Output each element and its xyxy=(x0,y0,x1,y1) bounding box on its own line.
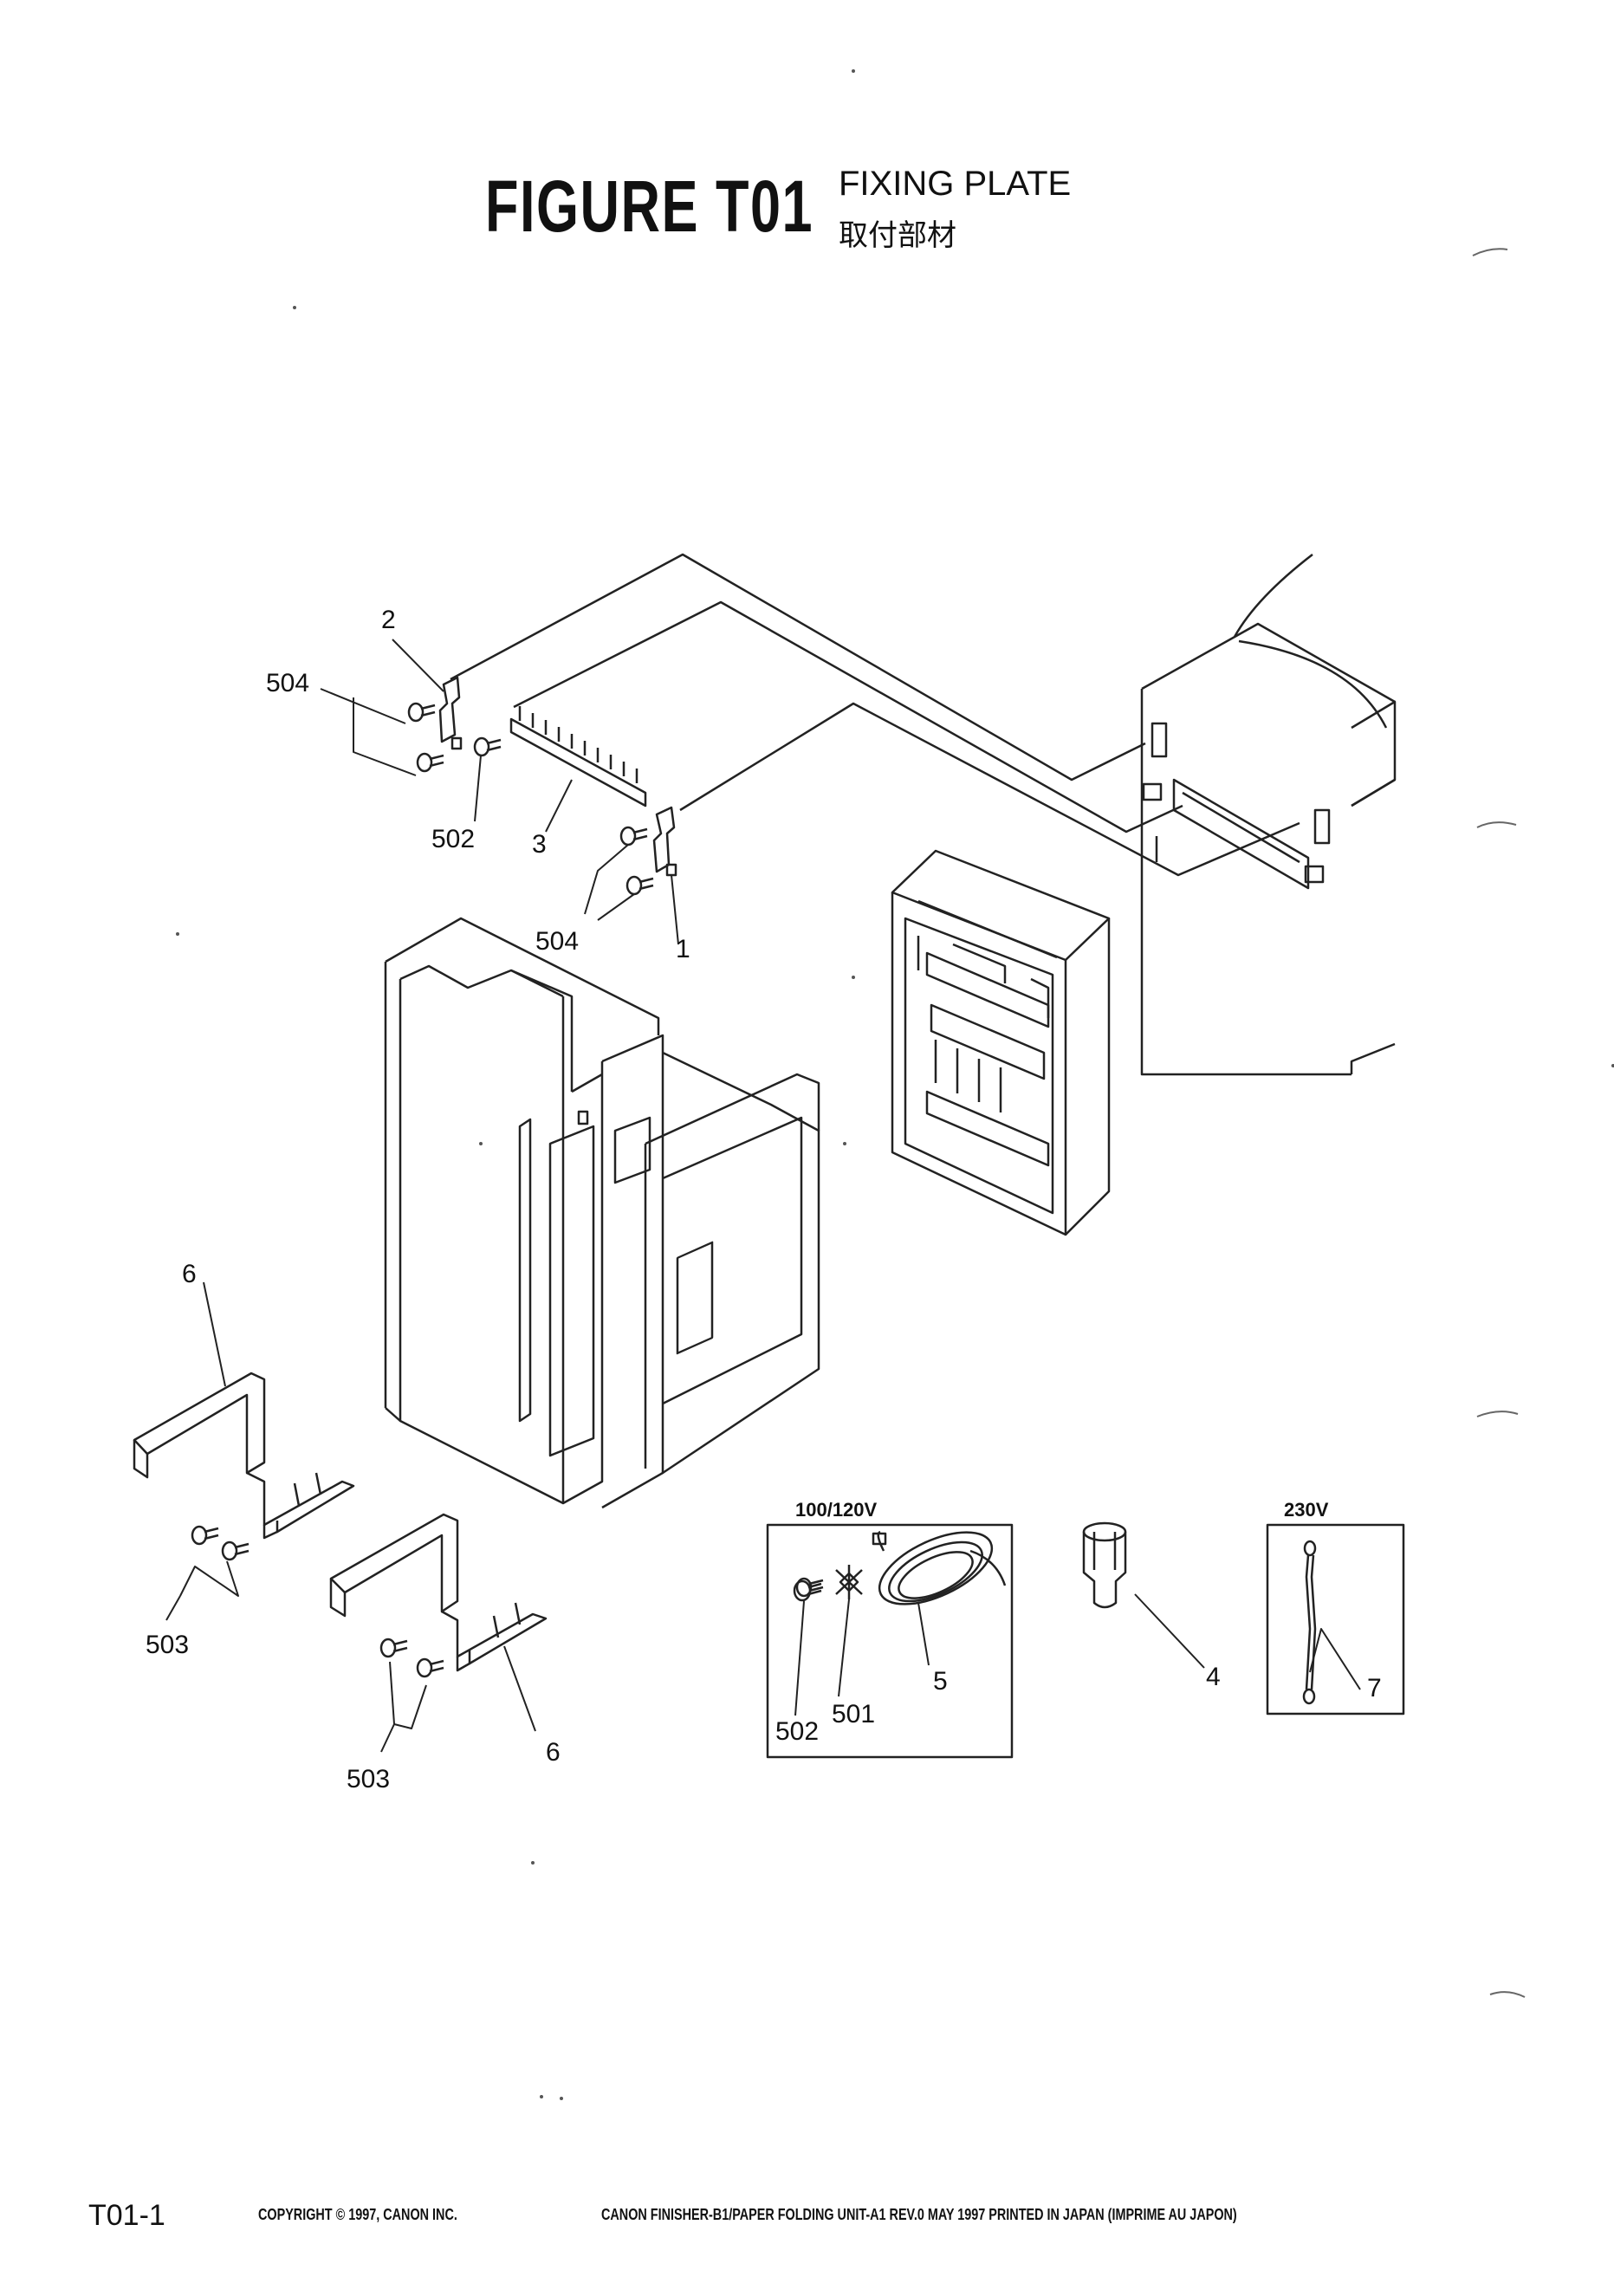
callout-504-mid: 504 xyxy=(535,927,579,956)
finisher-unit xyxy=(384,917,820,1509)
figure-subtitle-english: FIXING PLATE xyxy=(839,165,1072,203)
figure-subtitle-japanese: 取付部材 xyxy=(839,218,956,253)
box-label-100-120v: 100/120V xyxy=(795,1499,878,1521)
connector-lines xyxy=(450,553,1300,877)
callout-2: 2 xyxy=(381,606,396,634)
fitting-part-4 xyxy=(1082,1521,1127,1609)
scan-specks xyxy=(176,69,1614,2100)
document-info: CANON FINISHER-B1/PAPER FOLDING UNIT-A1 … xyxy=(601,2206,1237,2223)
callout-3: 3 xyxy=(532,830,547,859)
host-copier-machine xyxy=(1140,554,1397,1076)
callout-7: 7 xyxy=(1367,1674,1382,1703)
box-230v xyxy=(1266,1523,1405,1716)
callout-503-right: 503 xyxy=(347,1765,390,1793)
callout-6-right: 6 xyxy=(546,1738,561,1767)
callout-504-top: 504 xyxy=(266,669,309,697)
leader-lines xyxy=(165,639,1361,1753)
callout-501: 501 xyxy=(832,1700,875,1728)
copyright-notice: COPYRIGHT © 1997, CANON INC. xyxy=(258,2206,457,2223)
fixing-bracket-part-1 xyxy=(652,806,677,877)
stand-bracket-left-part-6 xyxy=(133,1372,355,1540)
power-cord-part-5 xyxy=(872,1530,1007,1605)
comb-plate-part-3 xyxy=(509,706,647,807)
box-label-230v: 230V xyxy=(1284,1499,1329,1521)
paper-folding-unit xyxy=(891,849,1111,1236)
screws xyxy=(191,702,824,1678)
page-number: T01-1 xyxy=(88,2199,165,2232)
cable-part-7 xyxy=(1302,1540,1317,1705)
callout-502-box: 502 xyxy=(775,1717,819,1746)
fixing-bracket-part-2 xyxy=(438,676,463,750)
callout-503-left: 503 xyxy=(146,1631,189,1659)
stand-bracket-right-part-6 xyxy=(329,1513,548,1672)
callout-502-top: 502 xyxy=(431,825,475,853)
callout-labels: 2 504 502 3 504 1 6 503 6 503 502 501 5 … xyxy=(146,606,1382,1793)
scan-marks xyxy=(1472,248,1526,1998)
callout-4: 4 xyxy=(1206,1663,1221,1691)
box-100-120v xyxy=(766,1523,1014,1759)
callout-6-left: 6 xyxy=(182,1260,197,1288)
callout-1: 1 xyxy=(676,935,690,963)
callout-5: 5 xyxy=(933,1667,948,1696)
figure-title: FIGURE T01 xyxy=(485,165,814,247)
